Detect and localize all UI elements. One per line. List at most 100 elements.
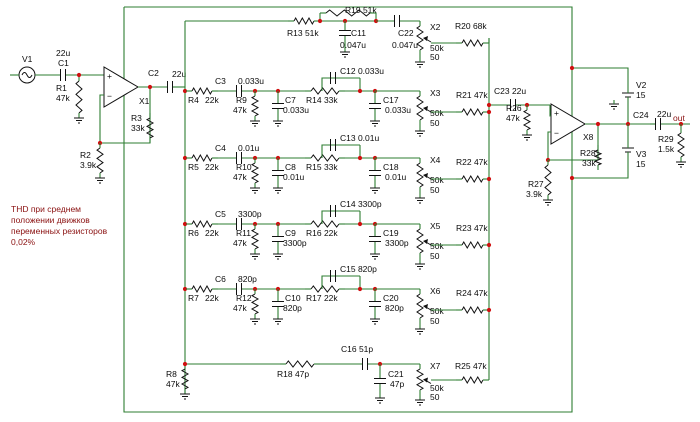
wire: [321, 210, 330, 224]
ground-symbol: [273, 253, 283, 260]
label-x4v1: 50k: [430, 175, 444, 185]
r13-resistor: [288, 16, 320, 26]
label-c6v: 820p: [238, 274, 257, 284]
c6-capacitor: [236, 283, 242, 295]
r14-resistor: [305, 87, 345, 95]
junction-node: [357, 155, 363, 161]
label-r4: R4: [188, 95, 199, 105]
junction-node: [486, 102, 492, 108]
label-v3: V3: [636, 149, 647, 159]
ground-symbol: [370, 187, 380, 194]
ground-symbol: [415, 263, 425, 270]
x2-potentiometer: [423, 36, 432, 43]
c21-capacitor: [374, 378, 386, 384]
label-x6: X6: [430, 286, 441, 296]
thd-note-line-3: 0,02%: [11, 237, 36, 247]
label-c11: C11: [351, 28, 366, 38]
x7-potentiometer-track: [416, 364, 424, 395]
junction-node: [357, 286, 363, 292]
label-x7v2: 50: [430, 392, 440, 402]
label-r15: R15 33k: [306, 162, 338, 172]
label-c2: C2: [148, 68, 159, 78]
label-c5: C5: [215, 209, 226, 219]
r23-resistor: [456, 241, 489, 249]
label-r21: R21 47k: [456, 90, 488, 100]
label-r9v: 47k: [233, 105, 247, 115]
wire: [547, 131, 551, 160]
junction-node: [182, 88, 188, 94]
v1-source: [18, 66, 36, 84]
label-c8v: 0.01u: [283, 172, 305, 182]
label-r9: R9: [236, 95, 247, 105]
c1-capacitor: [60, 69, 66, 81]
r18-resistor: [280, 360, 320, 368]
ground-symbol: [74, 117, 84, 124]
r9-resistor: [250, 91, 260, 121]
label-r19: R19 51k: [345, 5, 377, 15]
junction-node: [486, 242, 492, 248]
label-r11v: 47k: [233, 238, 247, 248]
junction-node: [182, 361, 188, 367]
label-c22: C22: [398, 28, 414, 38]
label-r8v: 47k: [166, 379, 180, 389]
label-c18v: 0.01u: [385, 172, 407, 182]
label-c9v: 3300p: [283, 238, 307, 248]
r20-resistor: [456, 39, 489, 47]
label-x2v1: 50k: [430, 43, 444, 53]
label-r16: R16 22k: [306, 228, 338, 238]
r2-resistor: [96, 143, 104, 178]
thd-note-line-0: THD при среднем: [11, 204, 81, 214]
c17-capacitor: [369, 103, 381, 109]
r26-resistor: [522, 105, 532, 135]
junction-node: [486, 307, 492, 313]
x5-potentiometer-track: [416, 224, 424, 258]
label-x8: X8: [583, 132, 594, 142]
label-c14: C14 3300p: [340, 199, 382, 209]
label-r25: R25 47k: [455, 361, 487, 371]
r8-resistor: [180, 364, 190, 394]
r16-resistor: [305, 220, 345, 228]
outer-frame-wire: [123, 6, 573, 413]
label-r1: R1: [56, 83, 67, 93]
label-c9: C9: [285, 228, 296, 238]
svg-text:+: +: [107, 71, 112, 81]
label-c17: C17: [383, 95, 399, 105]
c8-capacitor: [272, 170, 284, 176]
x4-potentiometer: [423, 173, 432, 180]
ground-symbol: [676, 161, 686, 168]
label-r17: R17 22k: [306, 293, 338, 303]
x6-potentiometer: [423, 304, 432, 311]
label-v2: V2: [636, 80, 647, 90]
svg-text:−: −: [554, 128, 559, 138]
label-c22v: 0.047u: [392, 40, 418, 50]
c18-capacitor: [369, 170, 381, 176]
label-x1: X1: [139, 96, 150, 106]
label-r1v: 47k: [56, 93, 70, 103]
label-c5v: 3300p: [238, 209, 262, 219]
c10-capacitor: [272, 301, 284, 307]
label-v2v: 15: [636, 90, 646, 100]
label-r6: R6: [188, 228, 199, 238]
c19-capacitor: [369, 236, 381, 242]
r11-resistor: [250, 224, 260, 254]
label-r18: R18 47p: [277, 369, 309, 379]
wire: [99, 94, 104, 144]
r12-resistor: [250, 289, 260, 319]
label-x7v1: 50k: [430, 383, 444, 393]
label-c4v: 0.01u: [238, 143, 260, 153]
label-r6v: 22k: [205, 228, 219, 238]
label-r5v: 22k: [205, 162, 219, 172]
ground-symbol: [609, 103, 619, 110]
label-c24v: 22u: [657, 109, 671, 119]
c23-capacitor: [510, 99, 516, 111]
c7-capacitor: [272, 103, 284, 109]
label-c16: C16 51p: [341, 344, 373, 354]
label-c23: C23 22u: [494, 86, 526, 96]
ground-symbol: [340, 51, 350, 58]
label-x6v2: 50: [430, 316, 440, 326]
thd-note-line-2: переменных резисторов: [11, 226, 108, 236]
c12-capacitor: [330, 72, 336, 84]
c22-capacitor: [394, 15, 400, 27]
label-c7: C7: [285, 95, 296, 105]
svg-text:−: −: [107, 91, 112, 101]
